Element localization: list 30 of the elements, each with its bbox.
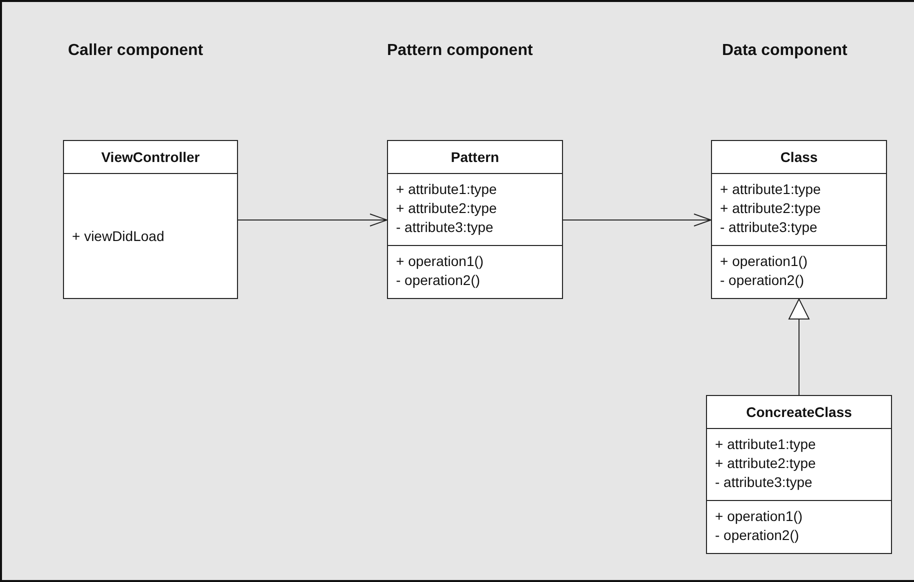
class-box xyxy=(63,140,238,299)
class-name: Class xyxy=(780,149,818,165)
association-arrow xyxy=(562,214,712,226)
operation-text: - operation2() xyxy=(720,271,804,290)
operation-text: - operation2() xyxy=(715,526,800,545)
association-arrow xyxy=(238,214,388,226)
attribute-text: - attribute3:type xyxy=(715,473,812,492)
method-text: + viewDidLoad xyxy=(72,226,164,246)
attribute-text: + attribute1:type xyxy=(715,435,816,454)
operation-text: + operation1() xyxy=(720,252,808,271)
attribute-text: + attribute2:type xyxy=(715,454,816,473)
attribute-text: + attribute2:type xyxy=(720,199,821,218)
attribute-text: + attribute2:type xyxy=(396,199,497,218)
column-heading: Caller component xyxy=(68,42,204,60)
operation-text: - operation2() xyxy=(396,271,480,290)
class-box xyxy=(706,395,892,554)
column-heading: Data component xyxy=(722,42,848,60)
inheritance-arrow xyxy=(788,298,810,396)
column-heading: Pattern component xyxy=(387,42,533,60)
operation-text: + operation1() xyxy=(396,252,484,271)
attribute-text: - attribute3:type xyxy=(720,218,818,237)
attribute-text: - attribute3:type xyxy=(396,218,494,237)
attribute-text: + attribute1:type xyxy=(720,180,821,199)
class-box xyxy=(387,140,563,299)
operation-text: + operation1() xyxy=(715,507,803,526)
class-box xyxy=(711,140,887,299)
class-name: ViewController xyxy=(101,149,200,165)
class-name: ConcreateClass xyxy=(746,404,852,420)
class-name: Pattern xyxy=(450,149,500,165)
attribute-text: + attribute1:type xyxy=(396,180,497,199)
